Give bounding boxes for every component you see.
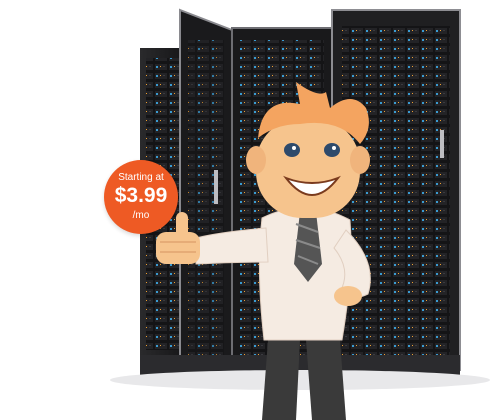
mascot-icon xyxy=(195,82,371,420)
price-period: /mo xyxy=(132,210,150,221)
price-badge: Starting at $3.99 /mo xyxy=(104,160,178,234)
starting-label: Starting at xyxy=(118,172,164,183)
thumbs-up-icon xyxy=(156,212,200,264)
price-amount: $3.99 xyxy=(114,184,168,207)
